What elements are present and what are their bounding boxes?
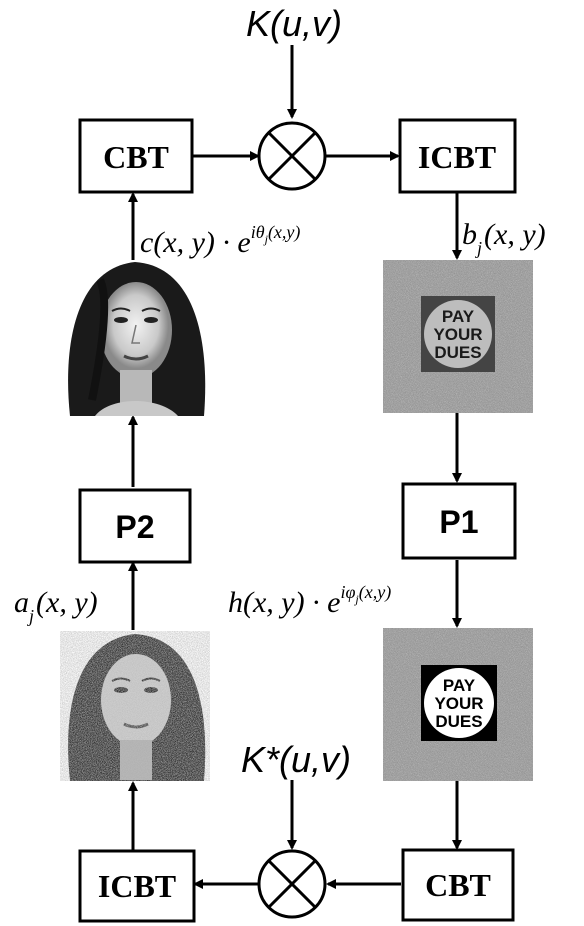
sign-1-line3: DUES <box>434 343 481 362</box>
signal-b-label: bj(x, y) <box>462 218 546 258</box>
p2-block: P2 <box>78 488 192 564</box>
sign-1-line2: YOUR <box>433 325 482 344</box>
kernel-top-label: K(u,v) <box>246 3 342 44</box>
signal-b-main: b <box>462 218 477 251</box>
signal-h-label: h(x, y) · eiφj(x,y) <box>228 582 391 619</box>
signal-c-main: c(x, y) · e <box>140 226 251 259</box>
p2-label: P2 <box>115 509 154 545</box>
cbt-top-label: CBT <box>103 139 169 175</box>
signal-b-tail: (x, y) <box>484 218 546 251</box>
icbt-top-label: ICBT <box>418 139 496 175</box>
sign-2-line1: PAY <box>443 676 476 695</box>
sign-2-line2: YOUR <box>434 694 483 713</box>
cbt-bottom-label: CBT <box>425 867 491 903</box>
icbt-top-block: ICBT <box>398 118 517 194</box>
kernel-bottom-label: K*(u,v) <box>241 739 351 780</box>
noise-sign-icon: PAY YOUR DUES <box>383 260 533 413</box>
signal-h-exp-sub: j <box>353 592 359 606</box>
signal-c-exp: iθ <box>251 222 265 242</box>
signal-a-main: a <box>14 586 29 619</box>
signal-a-sub: j <box>27 606 34 626</box>
signal-b-sub: j <box>475 238 482 258</box>
signal-c-exp-sub: j <box>263 232 269 246</box>
multiplier-icon <box>257 849 327 919</box>
sign-2-line3: DUES <box>435 712 482 731</box>
noisy-face-photo-icon <box>60 631 210 781</box>
cbt-top-block: CBT <box>78 118 194 194</box>
icbt-bottom-label: ICBT <box>98 868 176 904</box>
signal-a-label: aj(x, y) <box>14 586 98 626</box>
p1-label: P1 <box>439 504 478 540</box>
noise-sign-icon: PAY YOUR DUES <box>383 628 533 781</box>
face-photo-icon <box>60 260 210 416</box>
signal-h-exp: iφ <box>340 582 355 602</box>
multiplier-icon <box>257 121 327 191</box>
signal-c-exp-tail: (x,y) <box>268 222 300 243</box>
icbt-bottom-block: ICBT <box>78 849 196 923</box>
signal-h-exp-tail: (x,y) <box>359 582 391 603</box>
cbt-bottom-block: CBT <box>401 848 515 922</box>
signal-a-tail: (x, y) <box>36 586 98 619</box>
signal-c-label: c(x, y) · eiθj(x,y) <box>140 222 300 259</box>
signal-h-main: h(x, y) · e <box>228 586 340 619</box>
p1-block: P1 <box>401 482 517 560</box>
sign-1-line1: PAY <box>442 307 475 326</box>
